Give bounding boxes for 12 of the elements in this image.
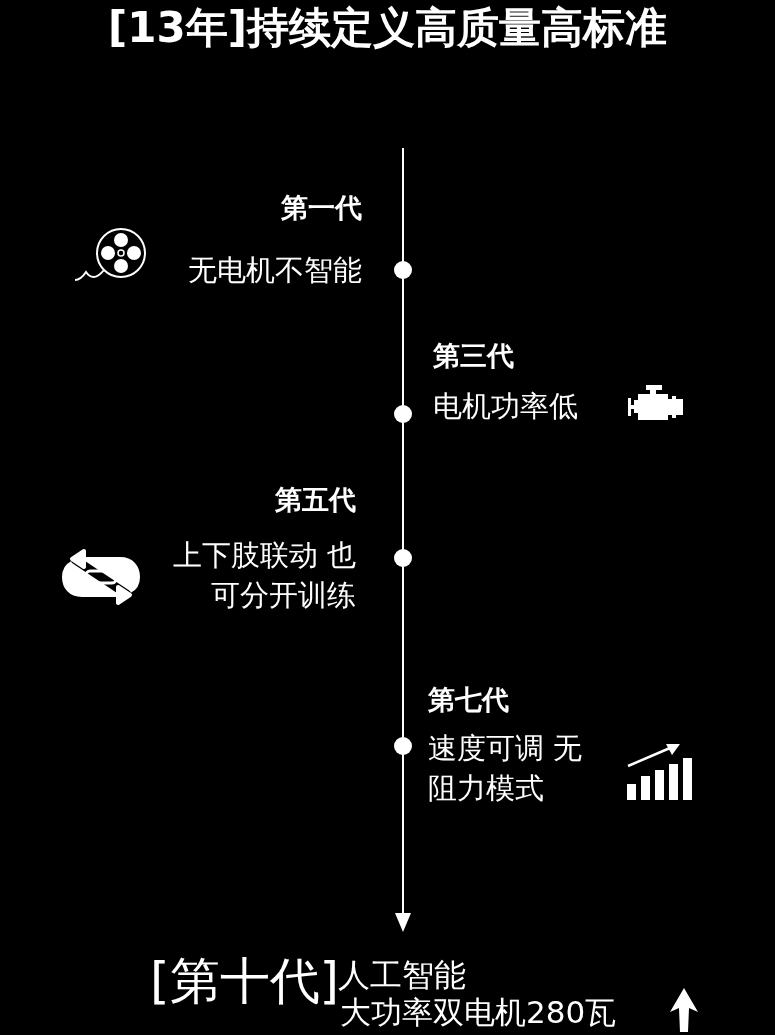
description-text: 大功率双电机280瓦 xyxy=(340,993,617,1032)
title: [13年]持续定义高质量高标准 xyxy=(107,2,668,54)
generation-heading: 第七代 xyxy=(428,683,509,717)
generation-heading: 第三代 xyxy=(433,339,514,373)
description-text: 上下肢联动 也可分开训练 xyxy=(171,537,356,614)
generation-heading: 第一代 xyxy=(281,191,362,225)
description-text: 速度可调 无阻力模式 xyxy=(428,730,584,807)
description-text: 无电机不智能 xyxy=(187,252,362,289)
generation-heading: 第五代 xyxy=(275,483,356,517)
description-text: 人工智能 xyxy=(338,955,466,996)
generation-heading: [第十代] xyxy=(150,951,339,1012)
description-text: 电机功率低 xyxy=(433,388,579,425)
